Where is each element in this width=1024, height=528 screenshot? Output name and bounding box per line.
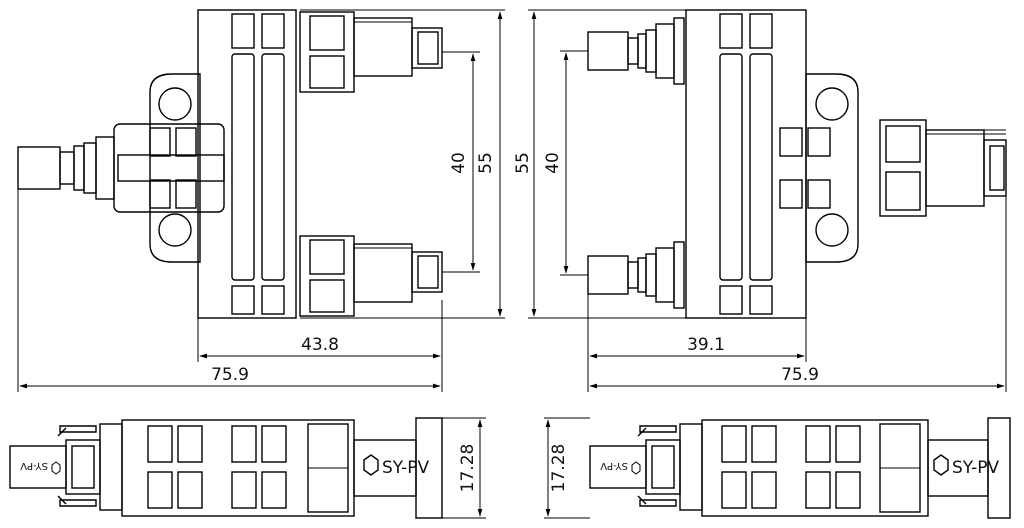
hexagon-logo-icon [933, 454, 949, 476]
left-cable-pin [17, 146, 61, 190]
hexagon-logo-icon [363, 454, 379, 476]
br-dim-17-28: 17.28 [549, 444, 569, 493]
outlet-connector-right [879, 119, 1007, 217]
lower-outlet-connector [299, 235, 443, 317]
tr-dim-40: 40 [543, 152, 563, 174]
mounting-flange [149, 73, 201, 263]
bl-dim-17-28: 17.28 [458, 444, 478, 493]
upper-inlet-pin [587, 17, 685, 85]
mounting-flange-right [805, 73, 859, 263]
tl-dim-55: 55 [476, 152, 496, 174]
br-brand-label: SY-PV [952, 458, 1000, 478]
top-left-view: 40 55 43.8 75.9 [17, 9, 505, 392]
mounting-hole-bottom [158, 213, 192, 247]
branch-body [197, 9, 297, 319]
svg-text:SY-PV: SY-PV [20, 460, 48, 471]
branch-body-right [685, 9, 807, 319]
tl-dim-43-8: 43.8 [301, 335, 339, 355]
tr-dim-55: 55 [513, 152, 533, 174]
lower-inlet-pin [587, 241, 685, 309]
tr-dim-75-9: 75.9 [781, 365, 819, 385]
tr-dim-39-1: 39.1 [687, 335, 725, 355]
upper-outlet-connector [299, 11, 443, 93]
tl-dim-40: 40 [449, 152, 469, 174]
svg-text:SY-PV: SY-PV [600, 460, 628, 471]
br-small-brand: SY-PV [600, 460, 641, 475]
bottom-left-view: SY-PV SY-PV 17.28 [9, 417, 486, 519]
bottom-right-view: 17.28 SY-PV SY-PV [544, 417, 1011, 519]
bl-small-brand: SY-PV [20, 460, 61, 475]
top-right-view: 55 40 39.1 75.9 [513, 9, 1007, 392]
tl-dim-75-9: 75.9 [211, 365, 249, 385]
bl-brand-label: SY-PV [382, 458, 430, 478]
mounting-hole-top [158, 87, 192, 121]
